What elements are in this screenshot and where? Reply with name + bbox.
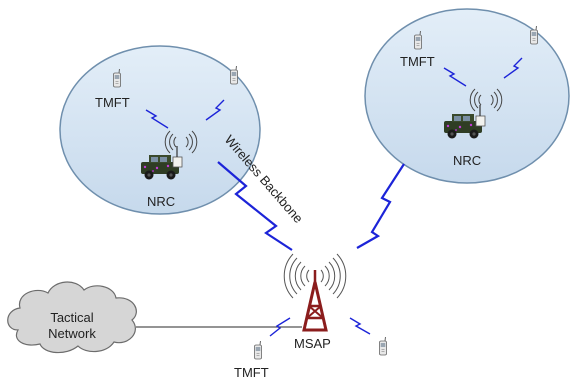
right-link-1 [443, 67, 467, 87]
bottom-link-1 [269, 317, 291, 337]
left-tmft-label: TMFT [95, 95, 130, 110]
cloud-label-line2: Network [48, 326, 96, 341]
backbone-link-left [217, 161, 293, 251]
backbone-link-right [356, 163, 405, 249]
left-link-1 [145, 109, 169, 129]
bottom-phone-2-icon [379, 336, 387, 356]
right-nrc-label: NRC [453, 153, 481, 168]
left-cell-phone-2-icon [230, 65, 238, 85]
bottom-tmft-label: TMFT [234, 365, 269, 380]
msap-label: MSAP [294, 336, 331, 351]
left-nrc-label: NRC [147, 194, 175, 209]
cloud-label-line1: Tactical [50, 310, 93, 325]
msap-tower-icon [283, 253, 347, 332]
right-link-2 [503, 57, 523, 79]
bottom-link-2 [349, 317, 371, 335]
tactical-network-cloud: Tactical Network [7, 281, 137, 354]
right-cell [364, 8, 570, 184]
right-tmft-label: TMFT [400, 54, 435, 69]
bottom-phone-1-icon [254, 340, 262, 360]
left-cell [59, 45, 261, 215]
left-link-2 [205, 99, 225, 121]
